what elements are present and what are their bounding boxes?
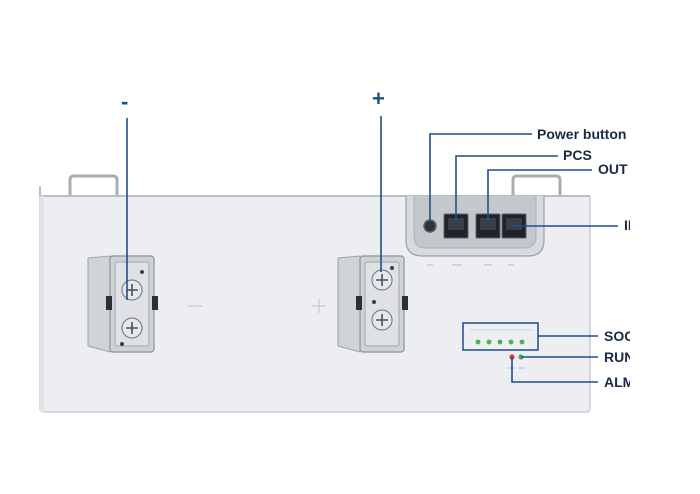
embossed-plus-mark: [312, 299, 326, 313]
rj45-port-icon[interactable]: [443, 213, 469, 239]
positive-polarity-symbol: +: [372, 86, 385, 111]
terminal-bolt: [390, 266, 394, 270]
soc-label: SOC: [604, 328, 634, 344]
soc-led-icon: [519, 339, 525, 345]
positive-terminal-bracket: [337, 255, 408, 353]
screw-icon: [121, 317, 143, 339]
screw-icon: [371, 309, 393, 331]
screw-icon: [371, 269, 393, 291]
terminal-bolt: [140, 270, 144, 274]
rj45-port-icon[interactable]: [475, 213, 501, 239]
left-handle: [68, 174, 119, 196]
pcs-label: PCS: [563, 147, 592, 163]
screw-icon: [121, 279, 143, 301]
terminal-bolt: [120, 342, 124, 346]
negative-polarity-symbol: -: [121, 89, 128, 114]
power-button-callout-line: [429, 133, 532, 220]
power-button-icon[interactable]: [423, 219, 437, 233]
right-handle: [511, 174, 562, 196]
soc-led-group: [475, 339, 525, 345]
terminal-bolt: [372, 300, 376, 304]
out-label: OUT: [598, 161, 628, 177]
out-callout-line: [487, 169, 592, 220]
negative-terminal-bracket: [87, 255, 158, 353]
alm-callout-line: [511, 357, 598, 383]
soc-led-icon: [475, 339, 481, 345]
in-label: IN: [624, 217, 638, 233]
soc-led-icon: [486, 339, 492, 345]
power-button-label: Power button: [537, 126, 626, 142]
callout-lines: [126, 116, 618, 383]
pcs-callout-line: [455, 155, 558, 222]
soc-led-icon: [508, 339, 514, 345]
soc-led-icon: [497, 339, 503, 345]
alm-label: ALM: [604, 374, 634, 390]
run-label: RUN: [604, 349, 634, 365]
